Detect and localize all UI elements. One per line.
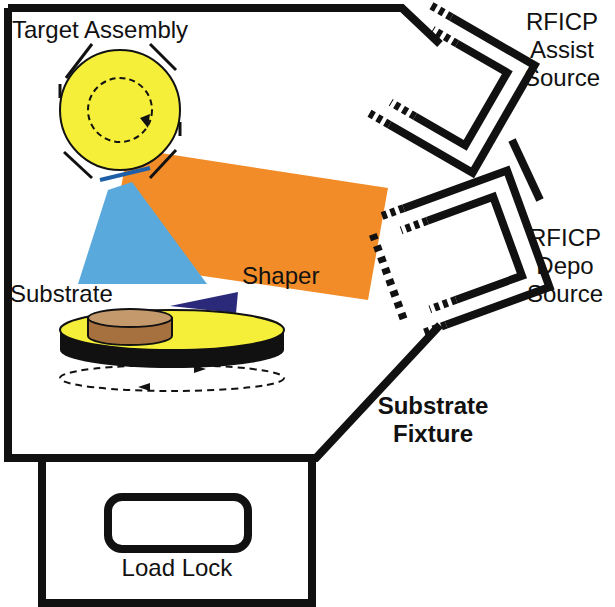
load-lock-door — [108, 497, 248, 549]
substrate-fixture — [60, 310, 284, 391]
chamber-wall — [8, 8, 440, 458]
part-label: RFICP Assist Source — [516, 8, 608, 92]
part-label: Substrate Fixture — [368, 392, 498, 448]
depo-source — [368, 171, 549, 338]
node-text: Load Lock — [122, 554, 233, 582]
load-lock-wall — [42, 462, 312, 603]
chamber-wall — [8, 8, 440, 44]
part-label: Substrate — [10, 280, 130, 308]
part-label: RFICP Depo Source — [520, 224, 610, 308]
substrate-disc — [88, 309, 172, 345]
sputter-plume — [78, 182, 207, 284]
assist-source — [369, 5, 535, 172]
target-assembly — [60, 44, 180, 180]
load-lock-box: Load Lock — [46, 462, 308, 599]
part-label: Target Assembly — [12, 16, 252, 44]
part-label: Shaper — [242, 262, 342, 290]
